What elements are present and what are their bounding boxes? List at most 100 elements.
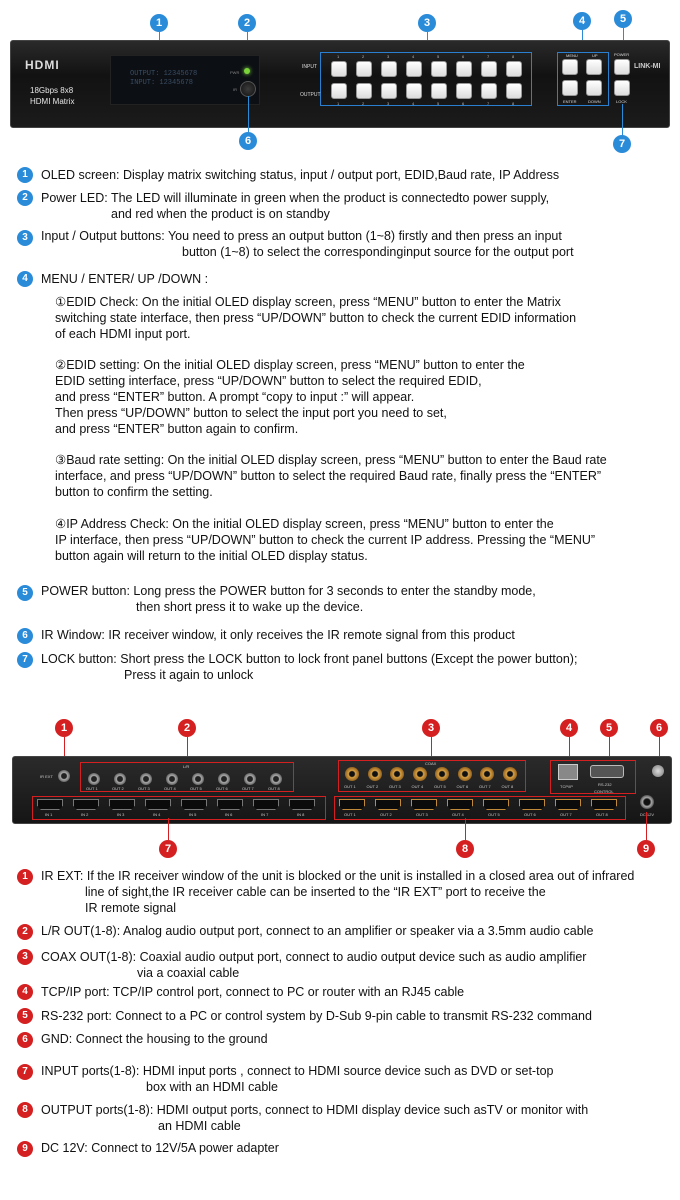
output-button-4[interactable] xyxy=(406,83,422,99)
hdmi-output-port xyxy=(483,799,509,810)
rj45-port xyxy=(558,764,578,780)
hdmi-input-port xyxy=(145,799,171,810)
lr-out-jack xyxy=(244,773,256,785)
hdmi-logo: HDMI xyxy=(25,58,60,72)
callout-6: 6 xyxy=(239,132,257,150)
hdmi-input-label: IN 1 xyxy=(45,812,53,817)
input-button-1[interactable] xyxy=(331,61,347,77)
output-button-number: 7 xyxy=(487,101,490,106)
output-button-1[interactable] xyxy=(331,83,347,99)
output-button-5[interactable] xyxy=(431,83,447,99)
hdmi-input-label: IN 3 xyxy=(117,812,125,817)
menu-sub-2: ②EDID setting: On the initial OLED displ… xyxy=(55,358,525,436)
hdmi-output-port xyxy=(411,799,437,810)
lr-out-label: OUT 2 xyxy=(112,786,124,791)
coax-out-jack xyxy=(345,767,359,781)
hdmi-out-group xyxy=(334,796,626,820)
coax-out-jack xyxy=(390,767,404,781)
coax-out-label: OUT 1 xyxy=(344,784,356,789)
rs232-port xyxy=(590,765,624,778)
front-panel-image: 1 2 3 4 5 HDMI 18Gbps 8x8 HDMI Matrix OU… xyxy=(0,0,680,160)
coax-out-label: OUT 3 xyxy=(389,784,401,789)
input-button-8[interactable] xyxy=(506,61,522,77)
rear-callout-3: 3 xyxy=(422,719,440,737)
input-button-6[interactable] xyxy=(456,61,472,77)
hdmi-output-port xyxy=(519,799,545,810)
up-button[interactable] xyxy=(586,59,602,75)
rear-callout-8: 8 xyxy=(456,840,474,858)
lr-out-label: OUT 1 xyxy=(86,786,98,791)
coax-out-jack xyxy=(502,767,517,781)
lr-out-jack xyxy=(166,773,178,785)
input-button-2[interactable] xyxy=(356,61,372,77)
lock-button[interactable] xyxy=(614,80,630,96)
output-button-number: 5 xyxy=(437,101,440,106)
bullet-2: 2 xyxy=(17,190,33,206)
control-group xyxy=(550,760,636,794)
hdmi-input-port xyxy=(289,799,315,810)
input-button-number: 2 xyxy=(362,54,365,59)
lr-out-label: OUT 6 xyxy=(216,786,228,791)
input-button-7[interactable] xyxy=(481,61,497,77)
callout-2: 2 xyxy=(238,14,256,32)
coax-out-label: OUT 5 xyxy=(434,784,446,789)
bullet-1: 1 xyxy=(17,167,33,183)
io-button-group xyxy=(320,52,532,106)
hdmi-output-port xyxy=(555,799,581,810)
input-button-number: 6 xyxy=(462,54,465,59)
ir-window xyxy=(240,81,256,97)
coax-out-jack xyxy=(457,767,472,781)
hdmi-input-label: IN 6 xyxy=(225,812,233,817)
coax-out-jack xyxy=(435,767,449,781)
rear-bullet-3: 3 xyxy=(17,949,33,965)
hdmi-input-label: IN 4 xyxy=(153,812,161,817)
coax-out-label: OUT 4 xyxy=(411,784,424,789)
lr-out-label: OUT 8 xyxy=(268,786,280,791)
rear-bullet-7: 7 xyxy=(17,1064,33,1080)
rear-callout-7: 7 xyxy=(159,840,177,858)
coax-out-jack xyxy=(367,767,382,781)
lr-out-label: OUT 4 xyxy=(164,786,176,791)
menu-sub-4: ④IP Address Check: On the initial OLED d… xyxy=(55,517,596,563)
rear-callout-6: 6 xyxy=(650,719,668,737)
lr-out-jack xyxy=(88,773,100,785)
hdmi-output-port xyxy=(339,799,365,810)
input-button-4[interactable] xyxy=(406,61,422,77)
input-button-5[interactable] xyxy=(431,61,447,77)
hdmi-output-label: OUT 3 xyxy=(416,812,428,817)
output-button-8[interactable] xyxy=(506,83,522,99)
hdmi-input-label: IN 2 xyxy=(81,812,89,817)
hdmi-output-label: OUT 5 xyxy=(488,812,500,817)
rear-callout-5: 5 xyxy=(600,719,618,737)
output-button-7[interactable] xyxy=(481,83,497,99)
spec-label: 18Gbps 8x8 HDMI Matrix xyxy=(30,86,75,106)
output-button-number: 8 xyxy=(512,101,515,106)
lr-out-jack xyxy=(114,773,126,785)
enter-button[interactable] xyxy=(562,80,578,96)
hdmi-output-port xyxy=(447,799,473,810)
rear-callout-1: 1 xyxy=(55,719,73,737)
bullet-3: 3 xyxy=(17,230,33,246)
oled-screen xyxy=(110,55,260,105)
input-button-number: 1 xyxy=(337,54,340,59)
input-button-number: 5 xyxy=(437,54,440,59)
gnd-screw xyxy=(652,765,664,777)
power-led xyxy=(244,68,250,74)
menu-sub-3: ③Baud rate setting: On the initial OLED … xyxy=(55,453,607,499)
power-button[interactable] xyxy=(614,59,630,75)
hdmi-output-label: OUT 1 xyxy=(344,812,356,817)
hdmi-output-label: OUT 8 xyxy=(596,812,608,817)
bullet-4: 4 xyxy=(17,271,33,287)
menu-button[interactable] xyxy=(562,59,578,75)
output-button-number: 3 xyxy=(387,101,390,106)
menu-sub-1: ①EDID Check: On the initial OLED display… xyxy=(55,295,577,341)
input-button-3[interactable] xyxy=(381,61,397,77)
bullet-5: 5 xyxy=(17,585,33,601)
output-button-number: 4 xyxy=(412,101,415,106)
output-button-3[interactable] xyxy=(381,83,397,99)
output-button-6[interactable] xyxy=(456,83,472,99)
down-button[interactable] xyxy=(586,80,602,96)
brand-logo: LINK-MI xyxy=(634,63,661,70)
output-button-2[interactable] xyxy=(356,83,372,99)
coax-out-label: OUT 2 xyxy=(366,784,379,789)
